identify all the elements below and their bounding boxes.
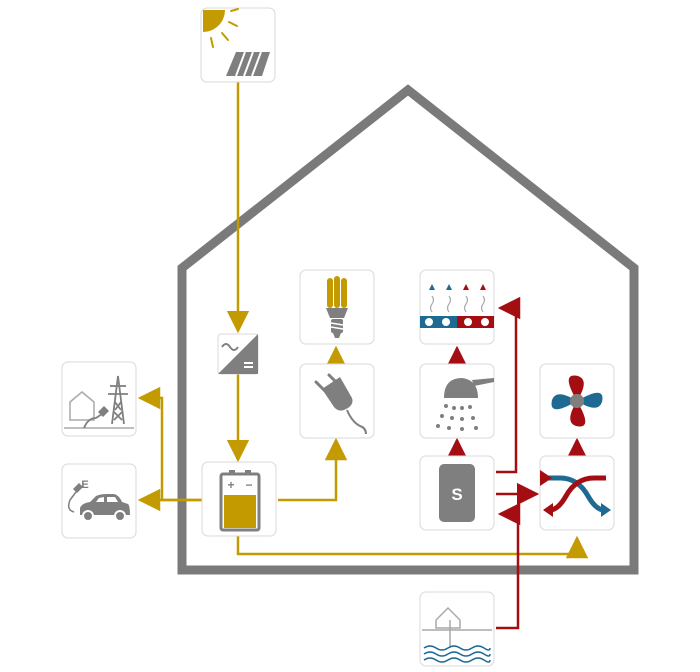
shower-node bbox=[419, 363, 495, 439]
house-outline bbox=[177, 84, 639, 575]
geothermal-icon bbox=[422, 606, 492, 663]
exchanger-node bbox=[539, 455, 615, 531]
thermal-flows bbox=[445, 296, 589, 630]
battery-node: + − bbox=[201, 461, 277, 537]
power-grid-icon bbox=[64, 391, 134, 429]
electric-flows bbox=[137, 82, 589, 559]
inverter-icon bbox=[218, 334, 258, 374]
heat-exchanger-icon bbox=[540, 470, 611, 517]
plug-icon bbox=[314, 373, 367, 435]
storage-letter-label: S bbox=[451, 485, 462, 504]
plug-node bbox=[299, 363, 375, 439]
storage-node: S bbox=[419, 455, 495, 531]
ev-letter-label: E bbox=[81, 479, 88, 491]
ev-node: E bbox=[61, 463, 137, 539]
lamp-node bbox=[299, 269, 375, 345]
flow-battery-to-exchanger bbox=[236, 535, 589, 559]
heat-storage-icon: S bbox=[439, 464, 475, 522]
shower-icon bbox=[436, 378, 494, 431]
solar-panel-node bbox=[200, 7, 276, 83]
battery-icon: + − bbox=[219, 470, 261, 532]
solar-panel-icon bbox=[203, 8, 270, 77]
flow-geothermal-to-storage bbox=[496, 502, 521, 630]
geothermal-node bbox=[419, 591, 495, 667]
fan-node bbox=[539, 363, 615, 439]
grid-node bbox=[61, 361, 137, 437]
inverter-node bbox=[217, 333, 259, 375]
flow-battery-to-plug bbox=[278, 437, 348, 502]
fan-icon bbox=[551, 375, 603, 427]
electric-car-icon: E bbox=[67, 479, 130, 522]
energy-saving-lamp-icon bbox=[326, 276, 348, 338]
battery-plus-label: + bbox=[227, 478, 234, 492]
radiator-icon bbox=[420, 284, 494, 328]
radiator-node bbox=[419, 269, 495, 345]
battery-minus-label: − bbox=[245, 478, 252, 492]
flow-storage-to-radiator bbox=[496, 296, 521, 474]
flow-battery-to-grid bbox=[137, 386, 202, 502]
